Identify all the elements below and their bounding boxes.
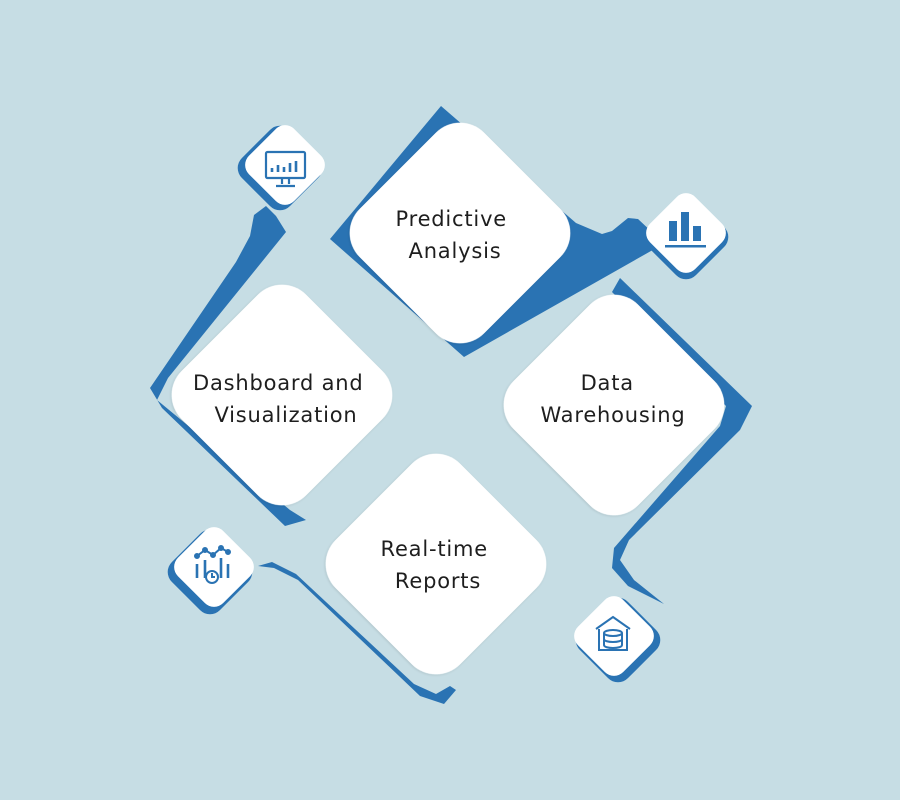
tile-dashboard-visualization-line-2: Visualization (214, 403, 357, 427)
data-warehouse-icon (595, 615, 631, 651)
icon-tile-data-warehouse (574, 596, 661, 683)
icon-tile-trend-clock-shape (174, 527, 254, 607)
svg-text:Data Warehousing: Data Warehousing (540, 371, 685, 427)
tile-data-warehousing: Data Warehousing (503, 278, 752, 604)
tile-realtime-reports-shape (325, 453, 547, 675)
bar-chart-icon (665, 212, 706, 248)
tile-realtime-reports-border (258, 562, 456, 704)
trend-clock-icon (194, 545, 231, 584)
tile-dashboard-visualization-shape (171, 284, 393, 506)
tile-predictive-analysis: Predictive Analysis (330, 106, 658, 357)
monitor-chart-icon (264, 150, 307, 188)
tile-predictive-analysis-line-2: Analysis (409, 239, 502, 263)
icon-tile-bar-chart (643, 193, 729, 280)
icon-tile-trend-clock (167, 527, 254, 615)
svg-text:Dashboard and Visualizat: Dashboard and Visualization (193, 371, 371, 427)
tile-data-warehousing-shape (503, 294, 725, 516)
svg-text:Real-time Reports: Real-time Reports (381, 537, 496, 593)
tile-data-warehousing-border (612, 278, 752, 604)
tile-predictive-analysis-line-1: Predictive (396, 207, 508, 231)
tile-realtime-reports-line-1: Real-time (381, 537, 489, 561)
tile-data-warehousing-line-2: Warehousing (540, 403, 685, 427)
tile-realtime-reports-line-2: Reports (395, 569, 481, 593)
tile-data-warehousing-line-1: Data (581, 371, 634, 395)
tile-predictive-analysis-shape (349, 122, 571, 344)
tile-realtime-reports: Real-time Reports (258, 453, 547, 704)
svg-text:Predictive Analysis: Predictive Analysis (396, 207, 515, 263)
icon-tile-monitor (237, 125, 325, 211)
tile-dashboard-visualization-line-1: Dashboard and (193, 371, 364, 395)
icon-tile-monitor-shape (245, 125, 325, 205)
tile-dashboard-visualization: Dashboard and Visualization (150, 206, 393, 526)
